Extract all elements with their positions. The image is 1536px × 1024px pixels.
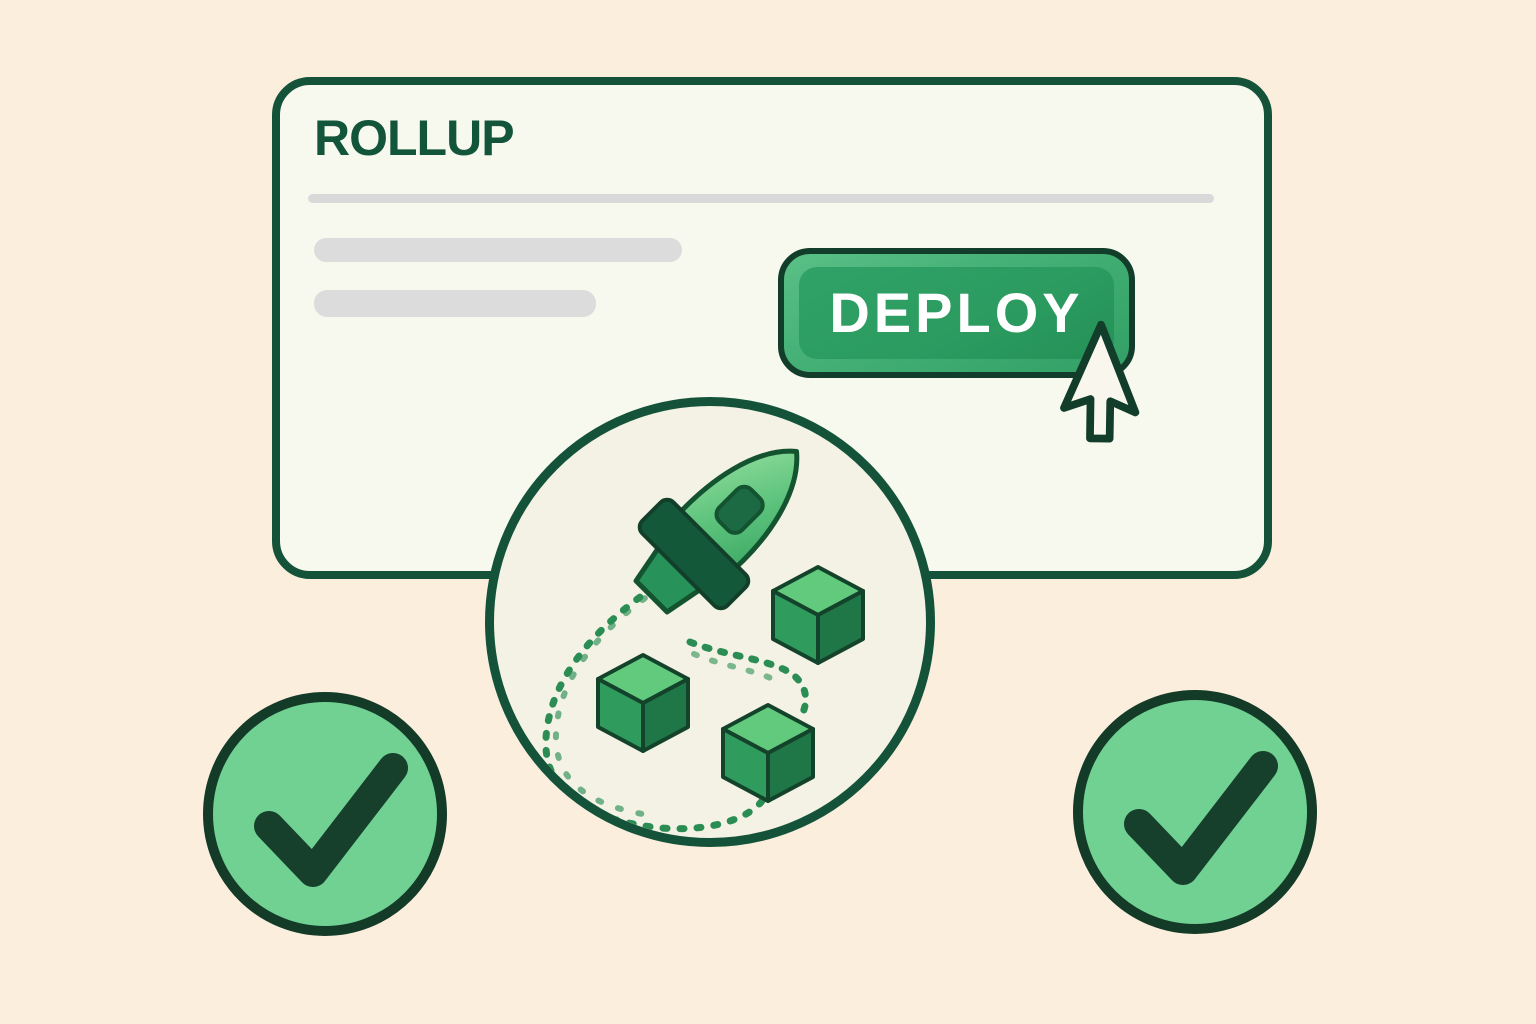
deploy-button-face: DEPLOY: [799, 267, 1114, 359]
success-badge-right: [1073, 690, 1317, 934]
deploy-button-label: DEPLOY: [829, 281, 1084, 344]
skeleton-line: [314, 238, 682, 262]
checkmark-icon: [254, 753, 408, 887]
rocket-icon: [633, 448, 800, 615]
cube-icon: [596, 653, 690, 753]
checkmark-icon: [1124, 751, 1278, 885]
rollup-illustration-badge: [485, 397, 935, 847]
deploy-button[interactable]: DEPLOY: [778, 248, 1135, 378]
skeleton-line: [314, 290, 596, 317]
page-title: ROLLUP: [314, 110, 515, 166]
success-badge-left: [203, 692, 447, 936]
cursor-arrow-icon: [1060, 320, 1140, 443]
divider: [308, 194, 1214, 203]
trail-dots: [542, 574, 810, 833]
cube-icon: [771, 565, 865, 665]
cube-icon: [721, 703, 815, 803]
